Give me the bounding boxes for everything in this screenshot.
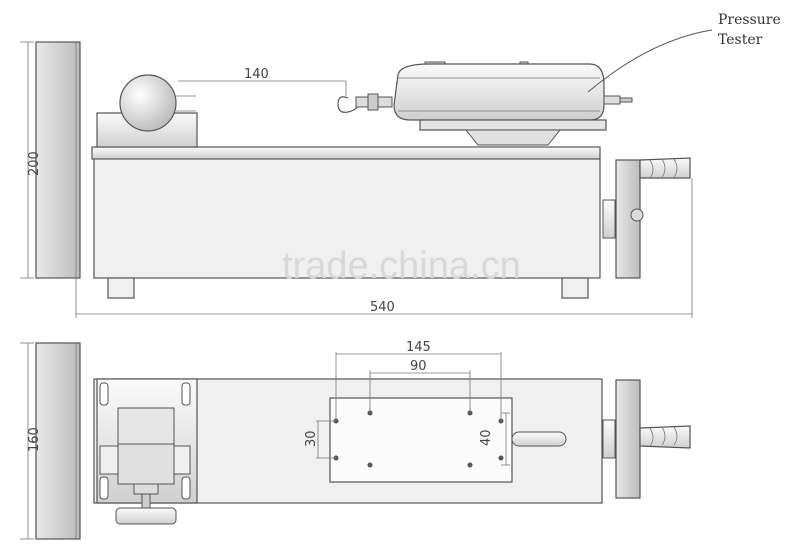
wall-plate (35, 41, 81, 279)
right-foot (561, 277, 589, 299)
dim-total-length: 540 (370, 300, 395, 315)
dim-hole-span-outer: 145 (406, 340, 431, 355)
top-view: 160 145 (20, 340, 691, 540)
dim-width: 160 (27, 427, 42, 452)
watermark: trade.china.cn (282, 245, 521, 287)
pressure-tester (393, 61, 633, 146)
callout-leader (587, 29, 713, 93)
dim-hole-right-vertical: 40 (479, 429, 494, 446)
callout-line2: Tester (718, 32, 763, 48)
left-foot (107, 277, 135, 299)
ball-fixture (119, 74, 177, 132)
hook (337, 93, 393, 113)
dim-hole-left-vertical: 30 (304, 430, 319, 447)
dim-hole-span-inner: 90 (410, 359, 427, 374)
dim-height: 200 (27, 151, 42, 176)
dim-hook-span: 140 (244, 67, 269, 82)
side-view: 140 Pressure Tester 200 (20, 12, 781, 318)
callout-line1: Pressure (718, 12, 781, 28)
wall-plate-top (35, 342, 81, 540)
handwheel-side (602, 157, 691, 279)
mount-plate (329, 397, 513, 483)
top-plate (91, 146, 601, 160)
base-body (93, 157, 601, 279)
handwheel-top (602, 379, 691, 499)
